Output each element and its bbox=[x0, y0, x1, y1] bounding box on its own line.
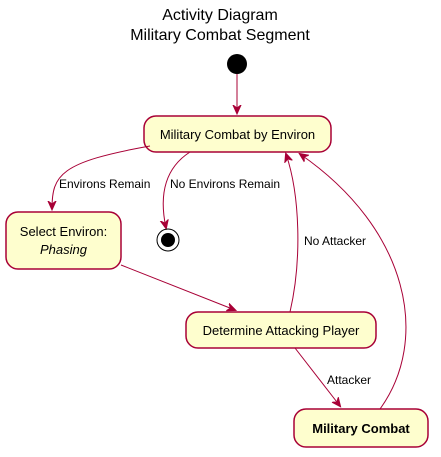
edge-attacker-label: Attacker bbox=[327, 373, 371, 387]
node-military-combat: Military Combat bbox=[293, 408, 429, 448]
node-military-combat-label: Military Combat bbox=[312, 421, 410, 436]
diagram-title-line2: Military Combat Segment bbox=[130, 27, 310, 44]
edge-military-combat-to-combat-by-environ bbox=[300, 154, 407, 410]
node-select-environ: Select Environ: Phasing bbox=[5, 211, 122, 270]
node-military-combat-by-environ-label: Military Combat by Environ bbox=[160, 127, 315, 142]
edge-environs-remain bbox=[52, 145, 151, 209]
edge-no-attacker bbox=[286, 154, 299, 313]
edge-no-environs-remain bbox=[163, 151, 191, 228]
node-select-environ-label-line1: Select Environ: bbox=[20, 224, 107, 239]
edge-select-to-determine bbox=[120, 264, 235, 310]
node-determine-attacking-player: Determine Attacking Player bbox=[185, 311, 377, 349]
end-node bbox=[156, 228, 180, 252]
edge-environs-remain-label: Environs Remain bbox=[59, 177, 150, 191]
edge-no-attacker-label: No Attacker bbox=[304, 234, 366, 248]
edge-no-environs-remain-label: No Environs Remain bbox=[170, 177, 280, 191]
node-military-combat-by-environ: Military Combat by Environ bbox=[143, 115, 332, 153]
edge-attacker bbox=[294, 347, 340, 406]
node-select-environ-label-line2: Phasing bbox=[40, 242, 88, 257]
diagram-title-line1: Activity Diagram bbox=[162, 7, 278, 24]
node-determine-attacking-player-label: Determine Attacking Player bbox=[203, 323, 360, 338]
start-node bbox=[227, 54, 247, 74]
